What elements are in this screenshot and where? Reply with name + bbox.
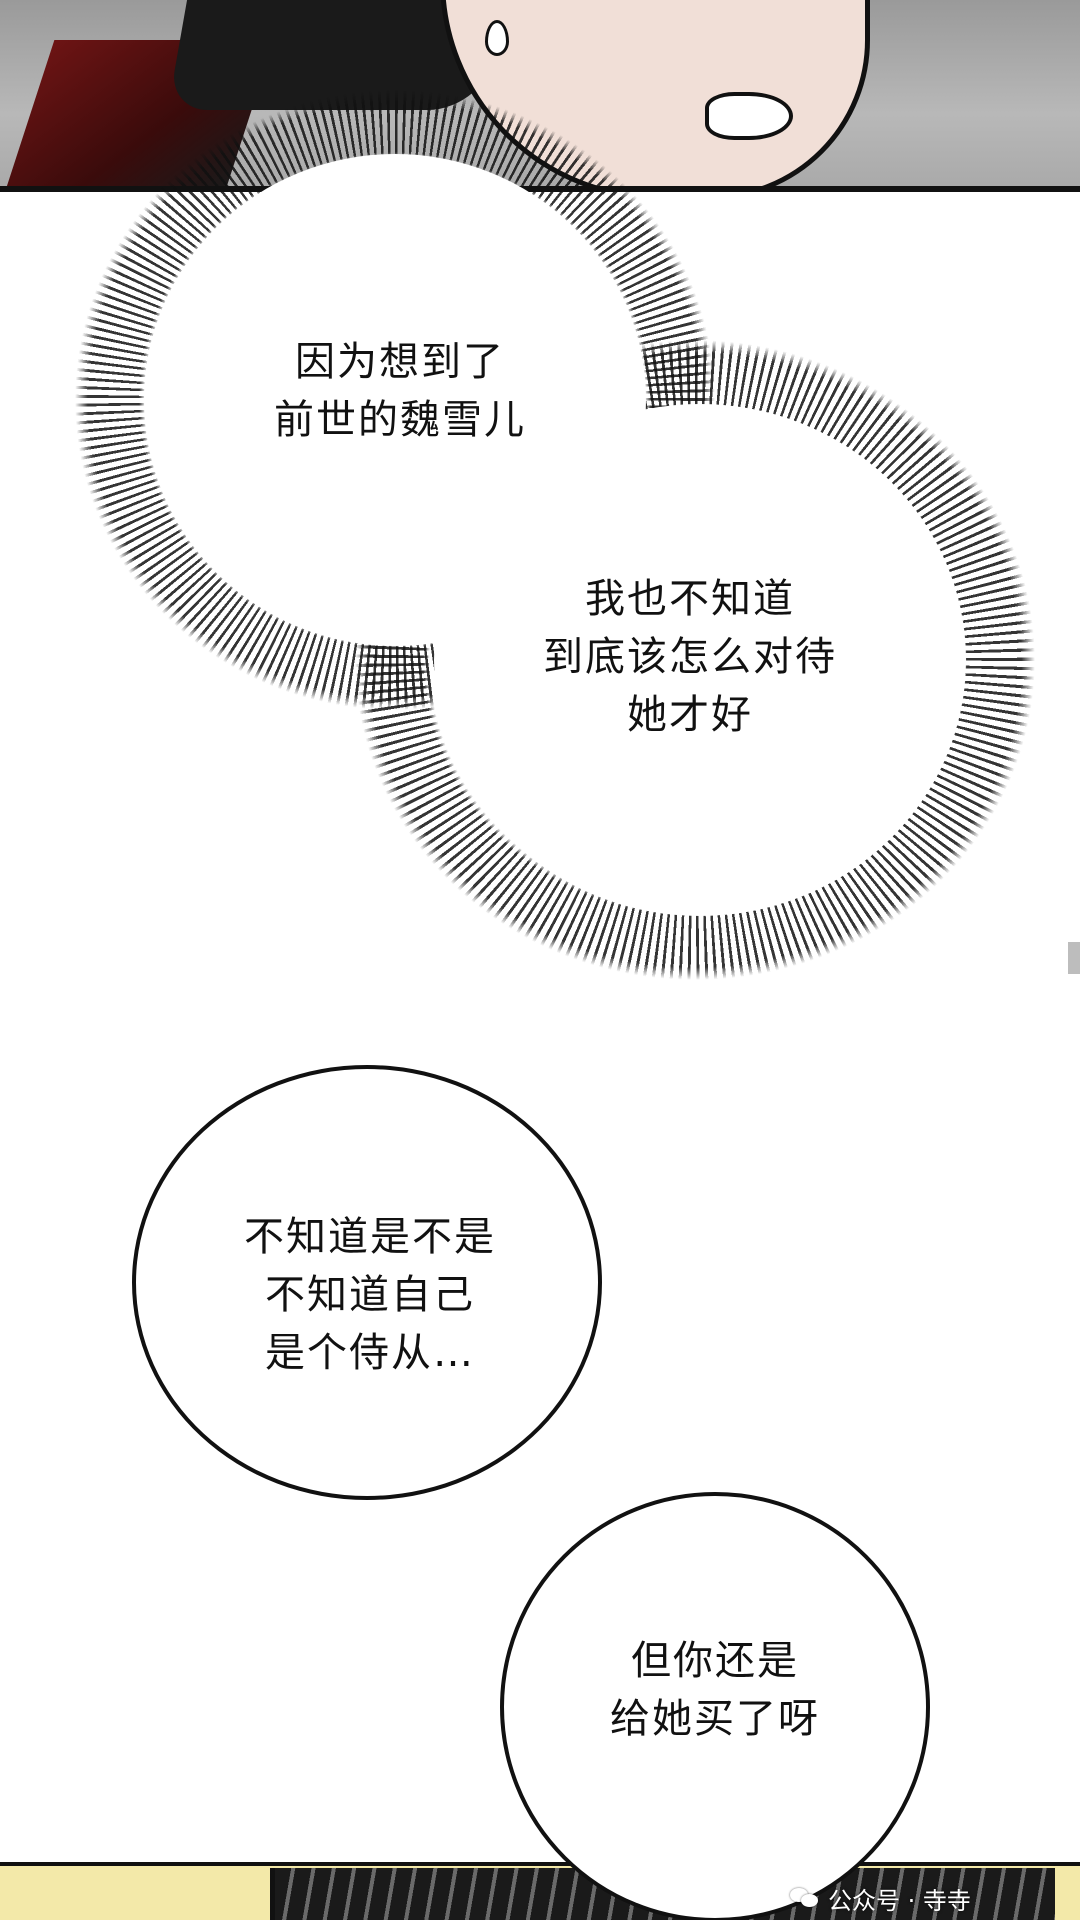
speech-bubble-2 — [500, 1492, 930, 1920]
speech-text-2: 但你还是 给她买了呀 — [610, 1638, 820, 1742]
scroll-indicator[interactable] — [1068, 942, 1080, 974]
speech-text-1: 不知道是不是 不知道自己 是个侍从… — [244, 1214, 496, 1376]
thought-text-1: 因为想到了 前世的魏雪儿 — [274, 339, 526, 443]
thought-text-2: 我也不知道 到底该怎么对待 她才好 — [543, 576, 837, 738]
watermark: 公众号 · 寺寺 — [790, 1882, 971, 1915]
thought-bubble-2 — [450, 420, 950, 900]
character-mouth — [705, 92, 793, 140]
panel-border-bottom — [0, 1862, 1080, 1868]
watermark-label: 公众号 · 寺寺 — [828, 1886, 971, 1915]
wechat-icon — [790, 1886, 820, 1910]
sweat-drop — [485, 20, 509, 56]
speech-bubble-1 — [132, 1065, 602, 1500]
